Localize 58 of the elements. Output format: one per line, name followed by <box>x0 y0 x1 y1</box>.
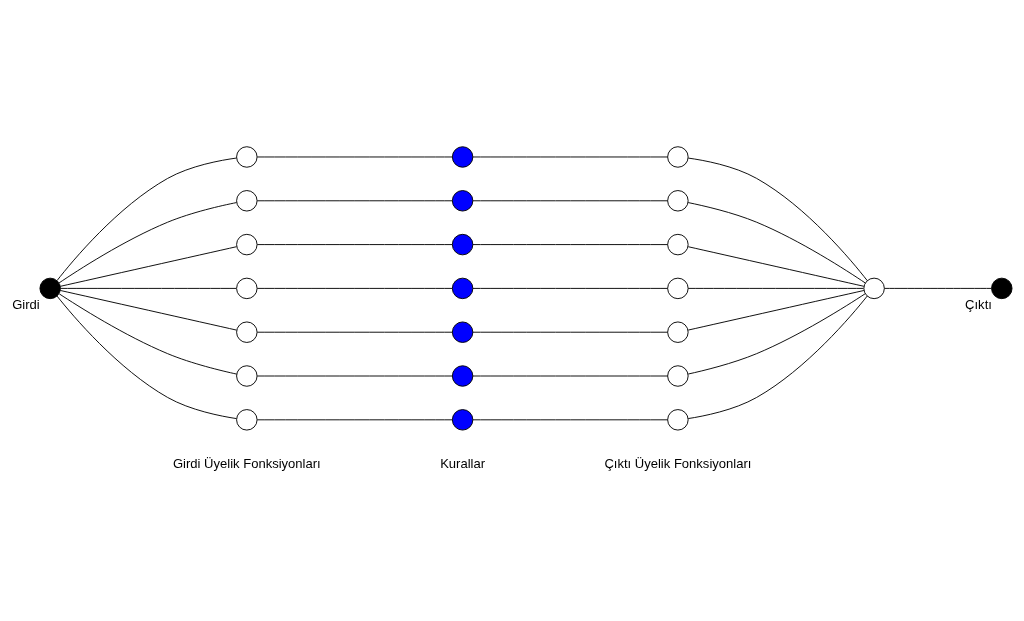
connector <box>472 418 669 420</box>
connector <box>687 245 865 287</box>
connector <box>472 287 669 289</box>
connector <box>56 295 237 419</box>
label: Kurallar <box>440 455 486 471</box>
node-circle <box>667 233 689 255</box>
node-circle <box>236 277 258 299</box>
connector <box>58 201 237 283</box>
label: Girdi Üyelik Fonksiyonları <box>172 455 321 471</box>
connector <box>472 331 669 333</box>
node-circle <box>667 364 689 387</box>
node-label: Girdi <box>12 296 40 312</box>
connector <box>687 295 868 419</box>
connector <box>472 156 669 157</box>
connector <box>256 331 453 333</box>
connector <box>60 287 237 289</box>
connector <box>256 418 453 420</box>
connector <box>884 287 992 289</box>
connector <box>472 199 669 201</box>
node-circle <box>667 277 689 299</box>
node-circle <box>667 189 689 211</box>
node-circle <box>451 233 474 255</box>
connector <box>256 199 453 201</box>
node-circle <box>451 189 474 211</box>
node-circle <box>667 408 689 431</box>
connector <box>59 289 238 331</box>
label: Çıktı Üyelik Fonksiyonları <box>604 455 752 471</box>
node-circle <box>863 277 885 299</box>
connector <box>687 292 866 375</box>
node-circle <box>236 189 258 211</box>
node-circle <box>451 277 474 299</box>
connector <box>58 292 238 375</box>
node-label: Çıktı <box>965 296 992 312</box>
node-circle <box>236 408 258 431</box>
connector <box>687 201 866 283</box>
node-circle <box>667 321 689 343</box>
connector <box>256 156 453 157</box>
node-circle <box>451 321 474 343</box>
connector <box>687 289 865 331</box>
node-circle <box>991 277 1013 299</box>
connector <box>256 375 453 376</box>
connector <box>256 243 453 245</box>
connector <box>59 245 238 287</box>
connector <box>256 287 453 289</box>
node-circle <box>667 145 689 168</box>
node-circle <box>451 364 474 387</box>
connector <box>687 287 864 289</box>
node-circle <box>236 233 258 255</box>
connector <box>472 375 669 376</box>
node-circle <box>451 408 474 431</box>
connector <box>56 157 237 281</box>
connector <box>472 243 669 245</box>
node-circle <box>451 145 474 168</box>
connector <box>687 157 868 281</box>
node-circle <box>236 364 258 387</box>
node-circle <box>236 321 258 343</box>
node-circle <box>236 145 258 168</box>
node-circle <box>39 277 61 299</box>
